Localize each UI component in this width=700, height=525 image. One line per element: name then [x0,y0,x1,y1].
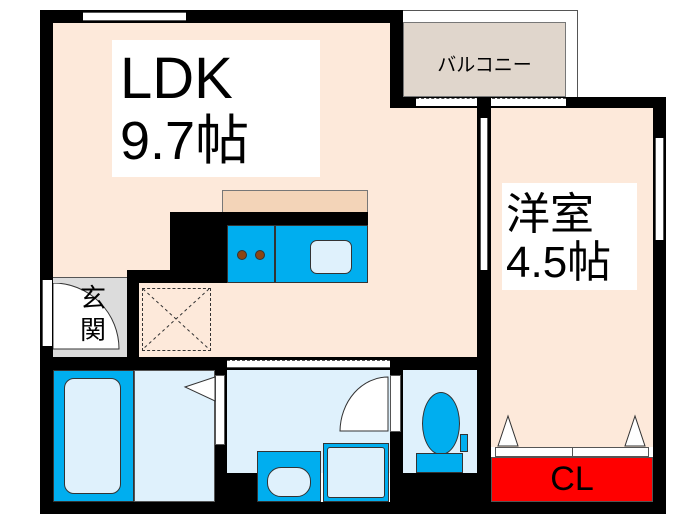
washroom-door-swing [339,376,389,432]
kitchen-wall-step [127,270,177,283]
wall-ldk-balcony [390,10,403,108]
washroom-window [227,360,390,368]
ldk-size: 9.7帖 [120,111,250,171]
western-door [480,118,488,270]
window-left [42,280,52,346]
sink [275,225,368,283]
wall-washroom-bottom [227,473,257,502]
closet: CL [491,457,653,502]
washing-machine-pan [323,443,389,502]
wall-entrance [127,270,139,370]
bathtub-inner [64,378,121,494]
ldk-name: LDK [120,46,233,111]
entrance-label: 玄関 [80,284,107,346]
wall-left [40,10,53,514]
toilet-door [390,375,401,432]
wall-toilet-bottom [403,473,491,502]
bathtub [53,370,134,502]
western-name: 洋室 [506,190,594,239]
closet-doors [495,447,649,457]
balcony-floor [403,22,566,97]
stove [227,225,275,283]
balcony-label: バルコニー [437,54,532,76]
toilet-paper-holder [460,434,468,452]
washbasin-bowl [267,467,311,497]
western-size: 4.5帖 [506,238,612,287]
storage-box [142,288,211,351]
kitchen-counter [222,190,368,213]
wall-bottom [40,502,666,514]
closet-door-marker-icon [624,414,646,447]
closet-label: CL [550,460,594,498]
closet-door-divider [572,448,573,456]
balcony-window [416,98,566,106]
bath-door [215,375,225,445]
entrance-door-swing [53,283,120,350]
toilet-bowl [422,392,460,455]
window-top [83,12,186,21]
western-label-box: 洋室 4.5帖 [502,183,637,290]
toilet-tank [416,453,463,473]
washbasin [257,451,321,502]
bath-door-icon [183,376,216,402]
closet-door-marker-icon [497,414,519,447]
cross-icon [143,289,209,349]
window-right [655,138,664,240]
ldk-label-box: LDK 9.7帖 [112,40,320,177]
burner-icon [237,250,247,260]
sink-basin [310,240,352,274]
pan-inner [327,447,385,498]
burner-icon [255,250,265,260]
